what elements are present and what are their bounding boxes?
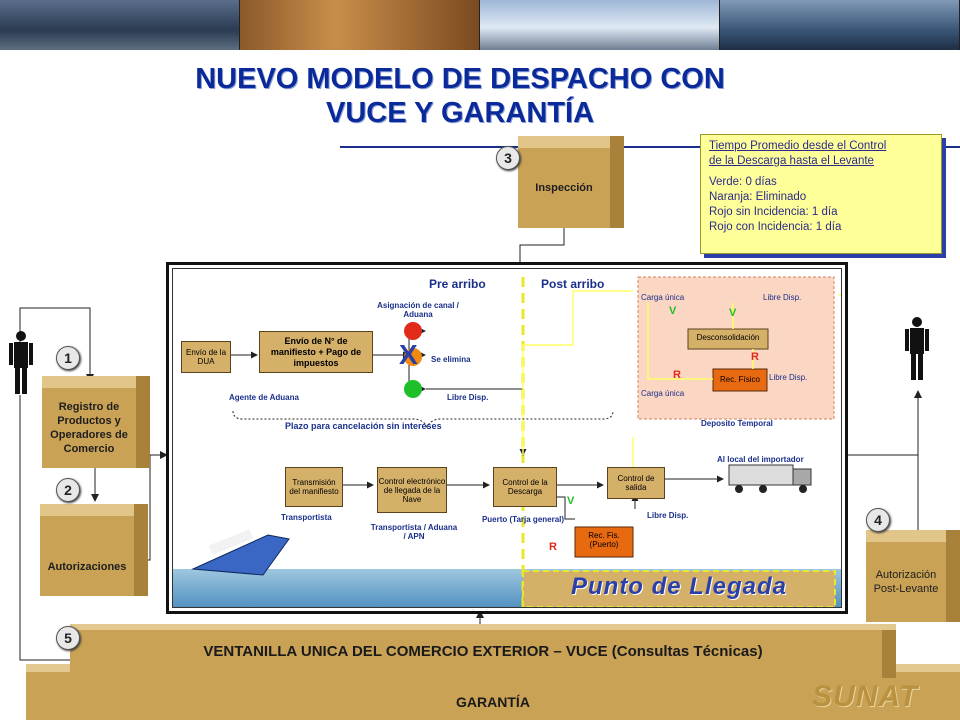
al-local-label: Al local del importador bbox=[717, 455, 804, 464]
step-number-4: 4 bbox=[866, 508, 890, 532]
post-arribo-label: Post arribo bbox=[541, 277, 605, 291]
deposito-temporal-label: Deposito Temporal bbox=[701, 419, 773, 428]
autorizaciones-label: Autorizaciones bbox=[47, 561, 127, 573]
process-panel-inner: Pre arribo Post arribo Envío de la DUA E… bbox=[172, 268, 842, 608]
banner-photo-ship bbox=[720, 0, 960, 50]
vuce-bar: VENTANILLA UNICA DEL COMERCIO EXTERIOR –… bbox=[70, 624, 896, 678]
envio-manifiesto-box: Envío de N° de manifiesto + Pago de impu… bbox=[259, 331, 373, 373]
note-line: Rojo con Incidencia: 1 día bbox=[709, 221, 842, 233]
step-number-5: 5 bbox=[56, 626, 80, 650]
control-descarga-box: Control de la Descarga bbox=[493, 467, 557, 507]
step-number-2: 2 bbox=[56, 478, 80, 502]
libre-disp-label-dep2: Libre Disp. bbox=[769, 373, 808, 382]
garantia-label: GARANTÍA bbox=[456, 694, 530, 710]
rec-fisico-box: Rec. Físico bbox=[719, 375, 760, 384]
libre-disp-label-dep1: Libre Disp. bbox=[763, 293, 802, 302]
transmision-box: Transmisión del manifiesto bbox=[285, 467, 343, 507]
post-levante-box: Autorización Post-Levante bbox=[866, 530, 960, 622]
r-mark-puerto: R bbox=[549, 541, 557, 553]
carga-unica-label-top: Carga única bbox=[641, 293, 685, 302]
note-header: Tiempo Promedio desde el Control de la D… bbox=[709, 140, 887, 167]
desconsolidacion-box: Desconsolidación bbox=[696, 333, 760, 342]
agente-aduana-label: Agente de Aduana bbox=[229, 393, 299, 402]
banner-photo-airplane bbox=[480, 0, 720, 50]
libre-disp-label-top: Libre Disp. bbox=[447, 393, 489, 402]
note-line: Naranja: Eliminado bbox=[709, 191, 807, 203]
rec-fis-puerto-box: Rec. Fis. (Puerto) bbox=[588, 531, 620, 549]
person-icon-right bbox=[905, 317, 929, 380]
banner-photo-trucks bbox=[0, 0, 240, 50]
r-mark-dep1: R bbox=[751, 351, 759, 363]
process-diagram bbox=[173, 276, 841, 607]
title-underline bbox=[340, 146, 960, 148]
pre-arribo-label: Pre arribo bbox=[429, 277, 486, 291]
person-icon-left bbox=[9, 331, 33, 394]
average-time-note: Tiempo Promedio desde el Control de la D… bbox=[700, 134, 942, 254]
page-title: NUEVO MODELO DE DESPACHO CON VUCE Y GARA… bbox=[195, 63, 725, 129]
note-line: Verde: 0 días bbox=[709, 176, 777, 188]
asignacion-canal-label: Asignación de canal / Aduana bbox=[377, 301, 459, 319]
se-elimina-label: Se elimina bbox=[431, 355, 471, 364]
libre-disp-label-puerto: Libre Disp. bbox=[647, 511, 689, 520]
puerto-label: Puerto (Tarja general) bbox=[481, 515, 565, 524]
control-electronico-box: Control electrónico de llegada de la Nav… bbox=[377, 467, 447, 513]
post-levante-label: Autorización Post-Levante bbox=[873, 569, 939, 595]
v-mark-puerto: V bbox=[567, 495, 575, 507]
inspeccion-box: Inspección bbox=[518, 136, 624, 228]
vuce-label: VENTANILLA UNICA DEL COMERCIO EXTERIOR –… bbox=[203, 642, 763, 660]
autorizaciones-box: Autorizaciones bbox=[40, 504, 148, 596]
v-mark-dep1: V bbox=[669, 305, 677, 317]
banner-photo-warehouse bbox=[240, 0, 480, 50]
carga-unica-label-bottom: Carga única bbox=[641, 389, 685, 398]
registro-label: Registro de Productos y Operadores de Co… bbox=[50, 401, 128, 455]
inspeccion-label: Inspección bbox=[535, 182, 593, 194]
step-number-1: 1 bbox=[56, 346, 80, 370]
envio-dua-box: Envío de la DUA bbox=[181, 341, 231, 373]
note-line: Rojo sin Incidencia: 1 día bbox=[709, 206, 838, 218]
control-salida-box: Control de salida bbox=[607, 467, 665, 499]
sunat-logo: SUNAT bbox=[812, 680, 919, 713]
plazo-label: Plazo para cancelación sin intereses bbox=[285, 421, 442, 431]
step-number-3: 3 bbox=[496, 146, 520, 170]
registro-box: Registro de Productos y Operadores de Co… bbox=[42, 376, 150, 468]
punto-llegada-label: Punto de Llegada bbox=[570, 573, 787, 600]
transportista-label: Transportista bbox=[281, 513, 332, 522]
v-mark-dep2: V bbox=[729, 307, 737, 319]
header-banner bbox=[0, 0, 960, 50]
x-mark: X bbox=[399, 339, 418, 370]
transp-aduana-apn-label: Transportista / Aduana / APN bbox=[370, 523, 458, 541]
r-mark-dep2: R bbox=[673, 369, 681, 381]
